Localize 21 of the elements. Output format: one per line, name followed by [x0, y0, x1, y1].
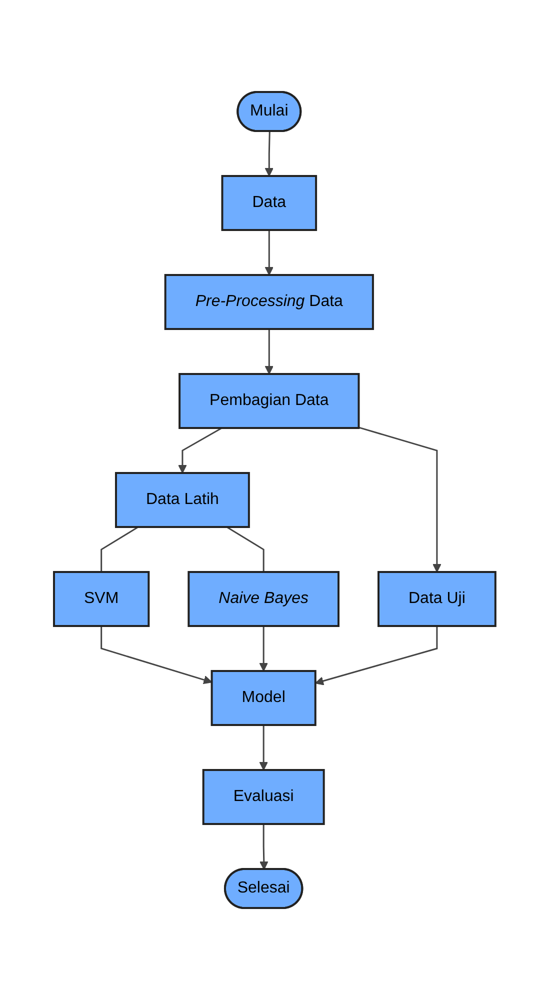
node-box: Pembagian Data: [178, 373, 360, 429]
arrow: [264, 329, 274, 374]
node-box: Evaluasi: [202, 769, 325, 825]
connector: [100, 526, 138, 572]
arrow: [259, 824, 268, 870]
node-box: Model: [210, 670, 316, 726]
connector: [226, 526, 264, 572]
node-box: SVM: [52, 571, 150, 627]
arrow: [178, 427, 222, 474]
arrow: [100, 626, 212, 684]
node-box: Data: [221, 175, 317, 231]
arrow: [264, 230, 274, 276]
arrow: [264, 131, 274, 176]
node-box: Data Uji: [377, 571, 496, 627]
node-box: Pre-Processing Data: [164, 274, 374, 330]
arrow: [314, 626, 438, 686]
arrow: [358, 426, 442, 572]
node-box: Naive Bayes: [187, 571, 340, 627]
arrow: [258, 626, 268, 672]
node-box: Data Latih: [114, 472, 250, 528]
arrow: [258, 725, 268, 770]
